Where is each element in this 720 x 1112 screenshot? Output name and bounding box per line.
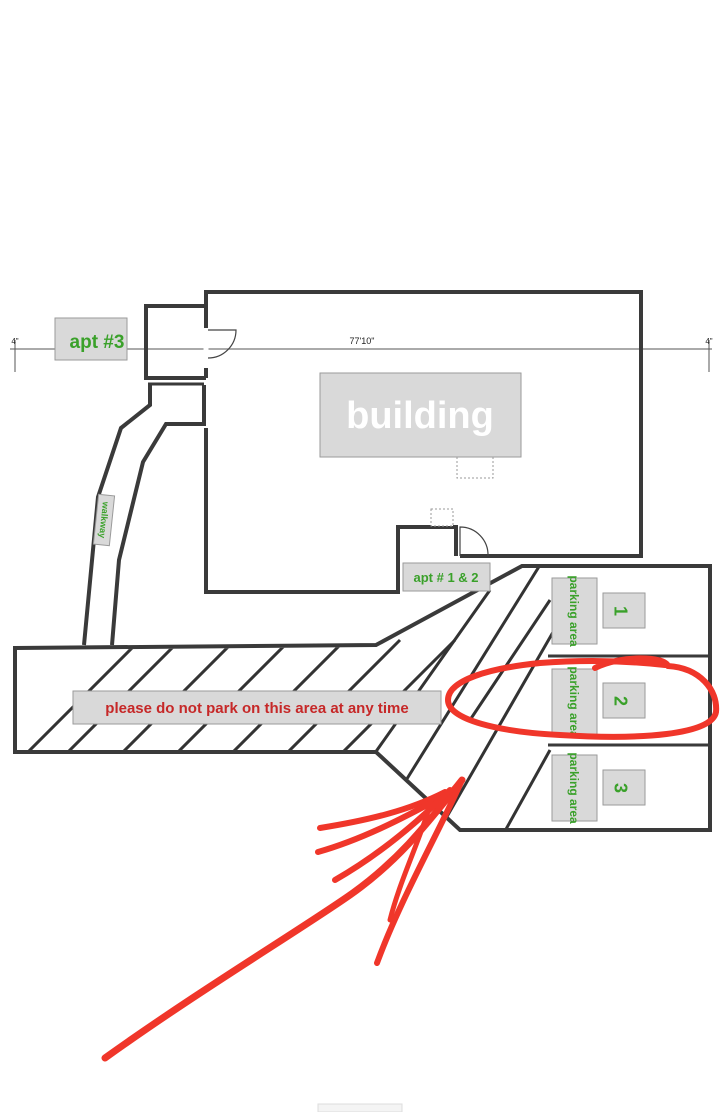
door-swing xyxy=(459,526,489,557)
svg-text:please do not park on this are: please do not park on this area at any t… xyxy=(105,700,408,717)
svg-text:apt # 1 & 2: apt # 1 & 2 xyxy=(413,570,478,585)
svg-text:building: building xyxy=(346,395,494,437)
stair-marker xyxy=(456,456,494,479)
page-tab xyxy=(317,1103,403,1112)
door-swing xyxy=(207,329,237,359)
walkway-path xyxy=(82,385,206,646)
no-parking-label: please do not park on this area at any t… xyxy=(72,690,442,725)
stair-marker xyxy=(430,508,454,527)
dimension-width: 77'10" xyxy=(350,336,375,346)
dimension-right: 4" xyxy=(705,337,712,346)
parking-spot-2: parking area 2 xyxy=(551,666,646,738)
dimension-left: 4" xyxy=(11,337,18,346)
svg-text:walkway: walkway xyxy=(97,500,111,538)
parking-spot-3: parking area 3 xyxy=(551,752,646,824)
parking-spot-1: parking area 1 xyxy=(551,575,646,647)
apt3-vestibule xyxy=(144,304,206,380)
apt3-label: apt #3 xyxy=(54,317,128,361)
walkway-label: walkway xyxy=(92,493,116,547)
apt12-label: apt # 1 & 2 xyxy=(402,562,491,592)
building-outline xyxy=(203,290,643,594)
building-label: building xyxy=(319,372,522,458)
svg-text:parking area: parking area xyxy=(567,575,581,647)
svg-text:parking area: parking area xyxy=(567,752,581,824)
svg-text:apt #3: apt #3 xyxy=(70,332,125,353)
annotation-arrow xyxy=(101,776,466,1062)
svg-text:1: 1 xyxy=(610,606,630,616)
svg-text:3: 3 xyxy=(610,783,630,793)
svg-text:2: 2 xyxy=(610,696,630,706)
svg-text:parking area: parking area xyxy=(567,666,581,738)
annotation-circle xyxy=(445,655,720,740)
